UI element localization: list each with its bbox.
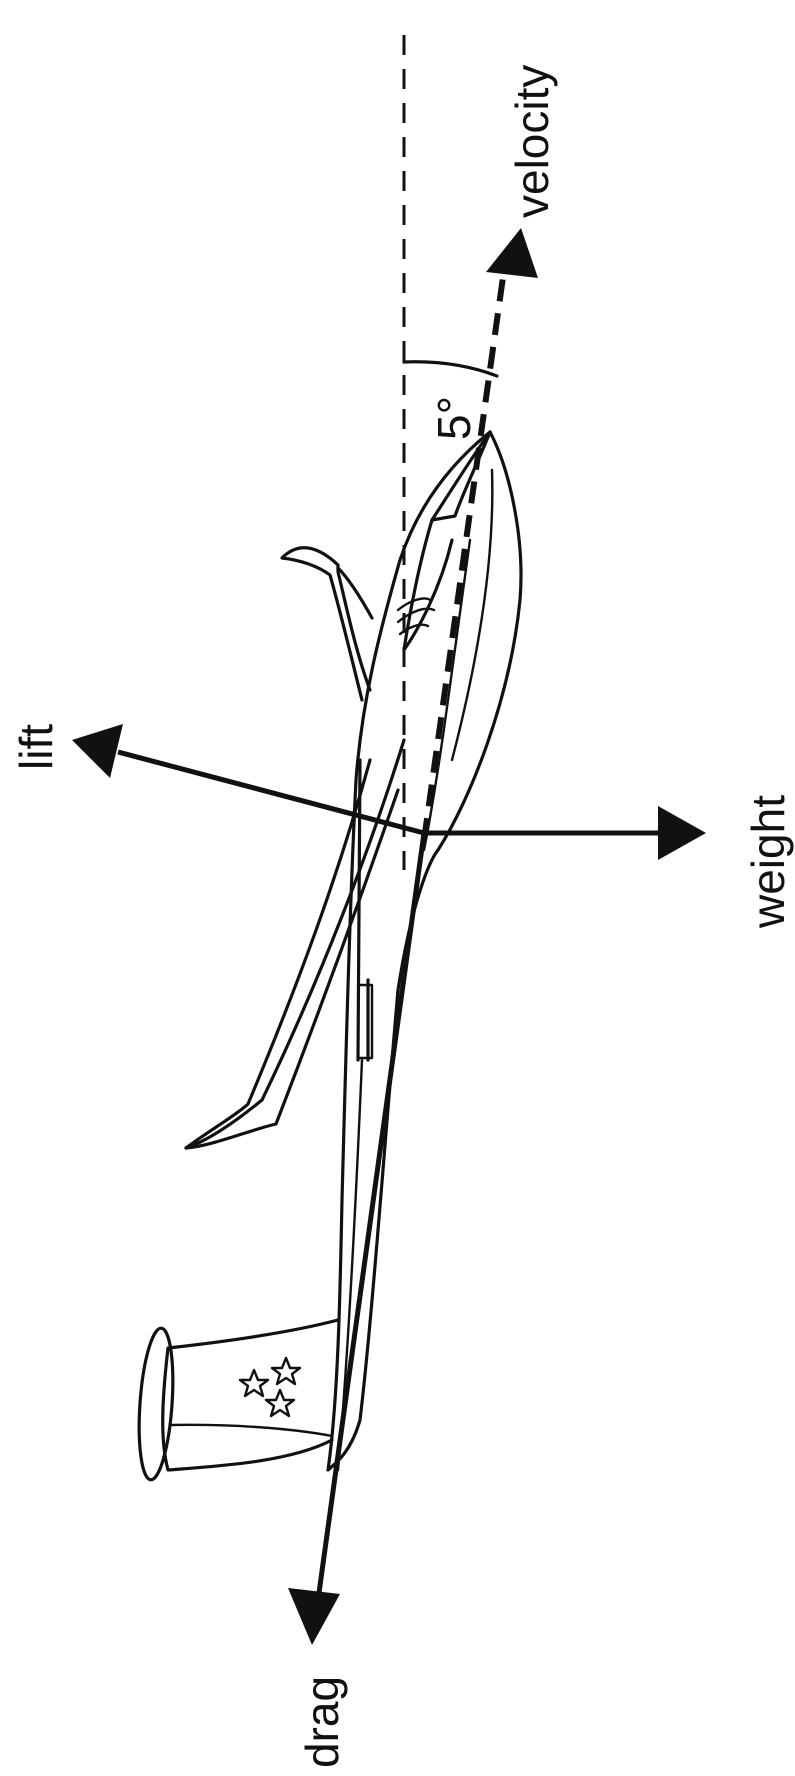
- lift-label: lift: [10, 724, 62, 770]
- velocity-label: velocity: [506, 65, 558, 218]
- weight-label: weight: [742, 795, 794, 929]
- three-stars-icon: [240, 1358, 300, 1416]
- drag-label: drag: [296, 1676, 348, 1768]
- lift-vector: [72, 724, 424, 833]
- angle-label: 5°: [428, 396, 480, 440]
- glider-illustration: [135, 432, 521, 1481]
- weight-vector: [424, 806, 706, 860]
- angle-arc: [404, 362, 497, 376]
